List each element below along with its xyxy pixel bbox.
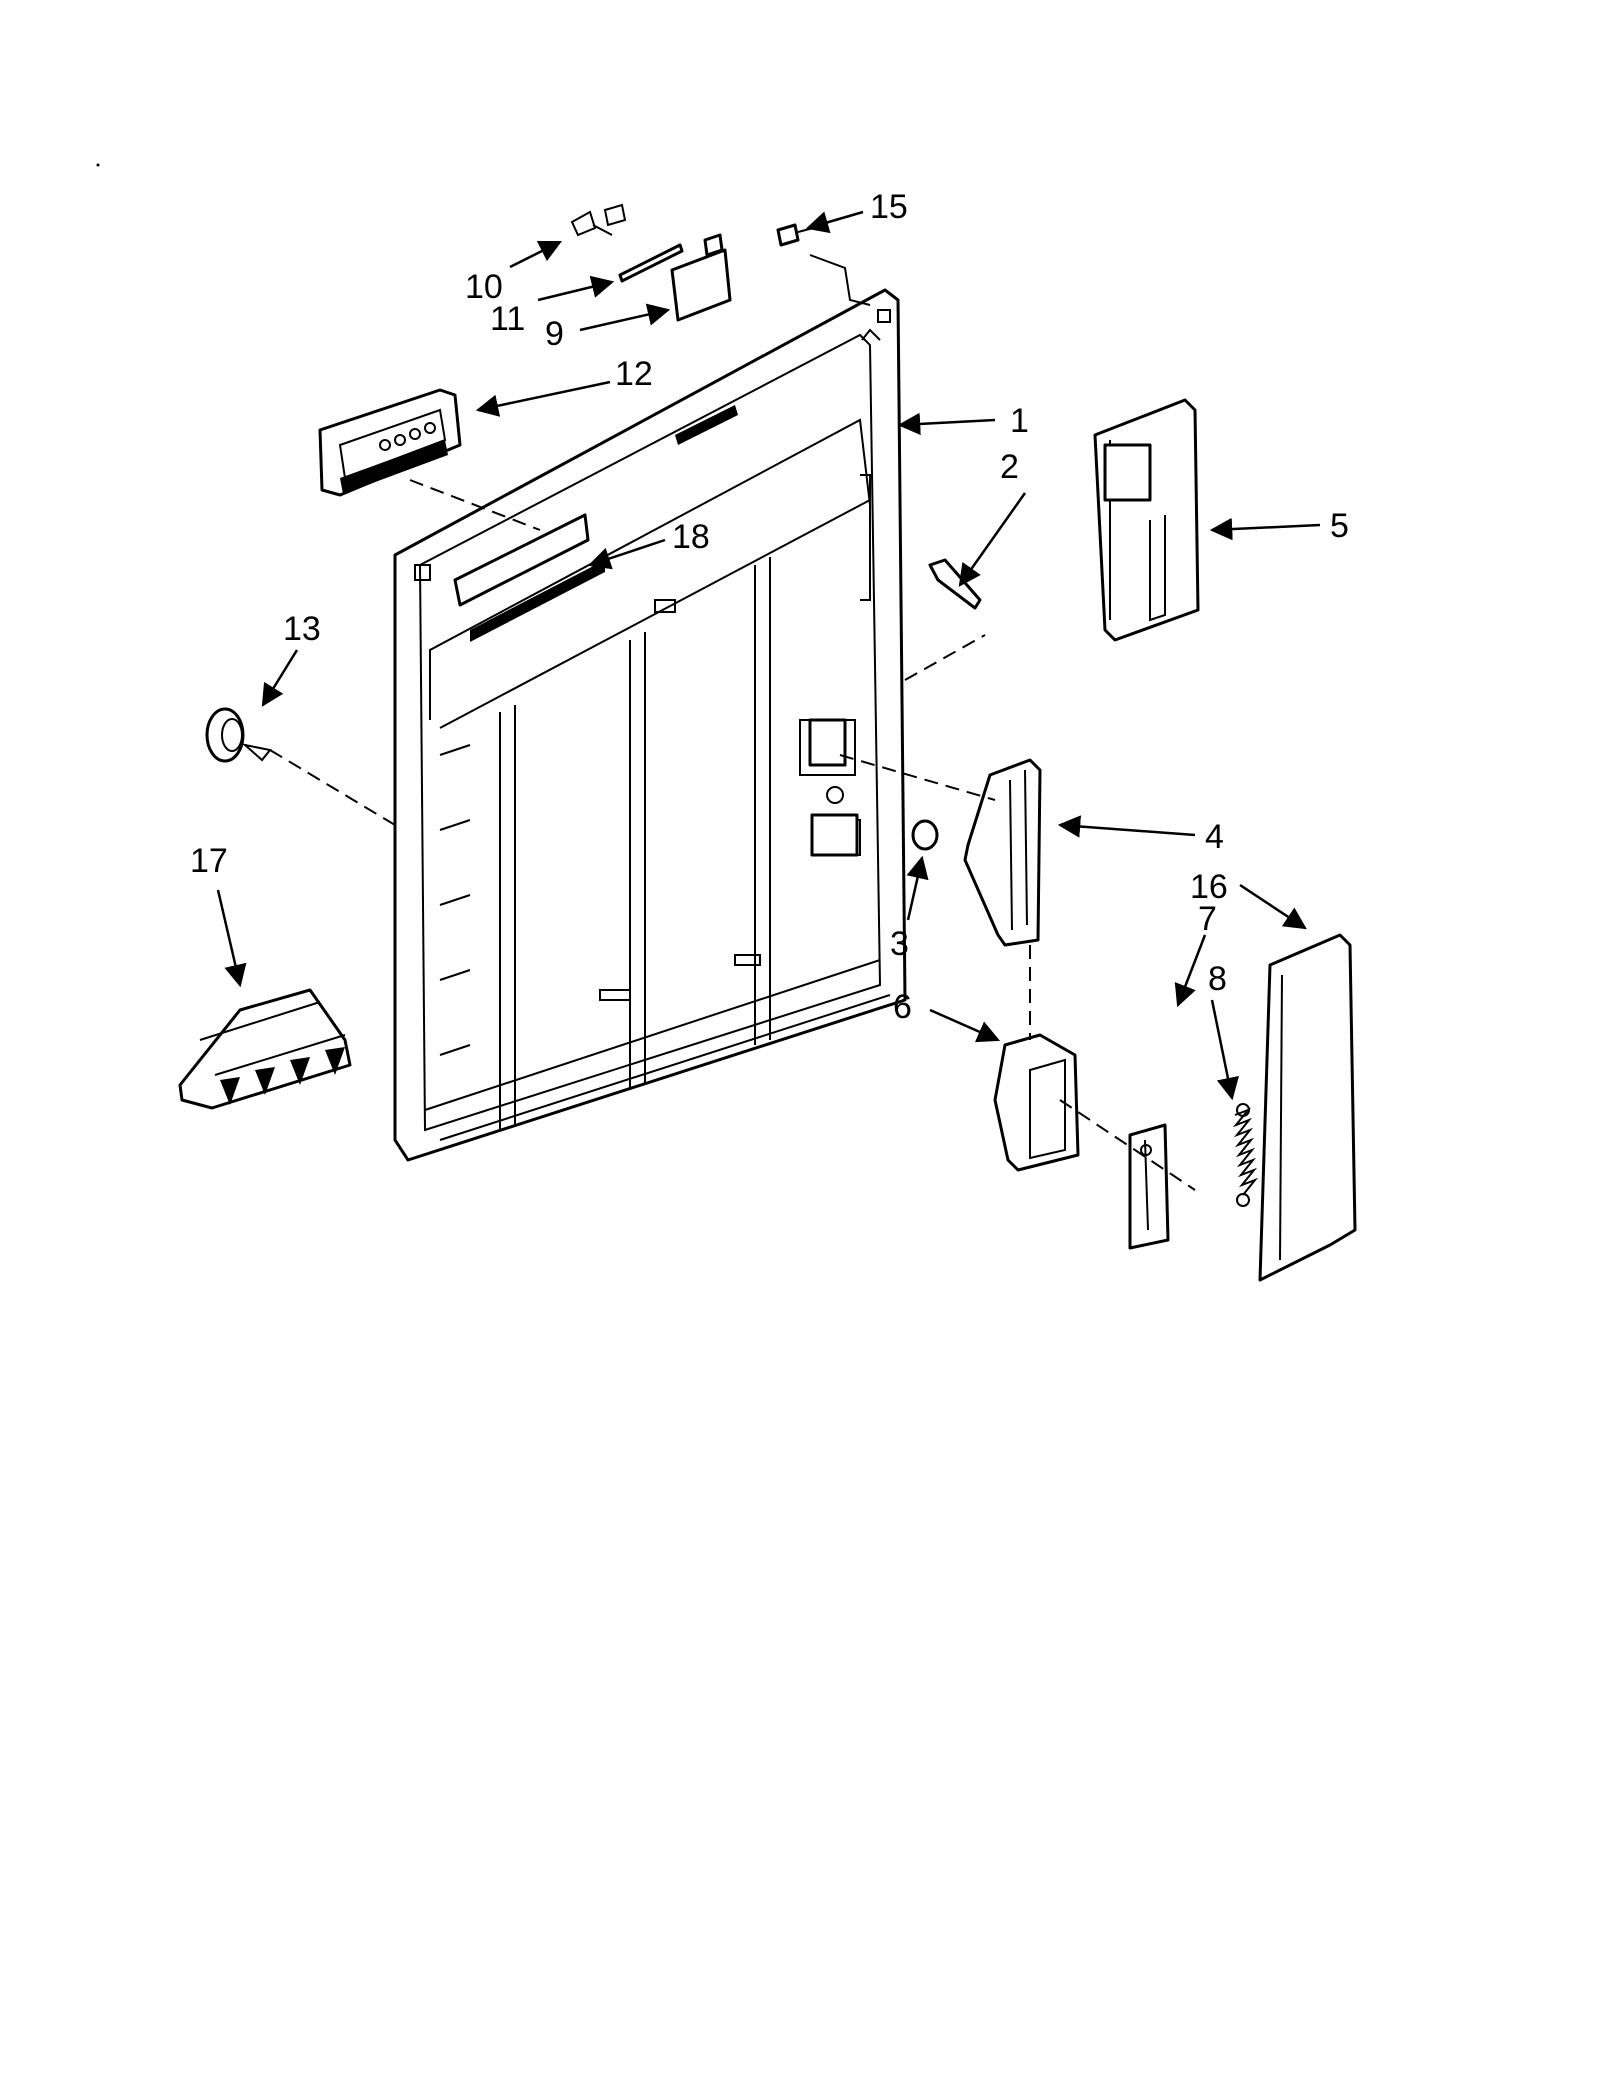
bottom-bumper [178, 988, 352, 1110]
callout-16: 16 [1190, 868, 1228, 906]
small-cover [670, 233, 732, 322]
screw [776, 223, 826, 247]
switch-housing [1093, 398, 1200, 642]
callout-4: 4 [1205, 818, 1224, 856]
callout-7: 7 [1198, 900, 1217, 938]
slide-plate [1128, 1123, 1170, 1250]
callout-15: 15 [870, 188, 908, 226]
vent-grille [318, 388, 462, 497]
callout-13: 13 [283, 610, 321, 648]
callout-labels: 1 2 3 4 5 6 7 8 9 10 11 12 13 15 16 17 1… [190, 188, 1349, 1026]
speck [96, 163, 100, 167]
callout-9: 9 [545, 315, 564, 353]
callout-2: 2 [1000, 448, 1019, 486]
callout-10: 10 [465, 268, 503, 306]
callout-8: 8 [1208, 960, 1227, 998]
door-latch [963, 758, 1042, 947]
callout-3: 3 [890, 925, 909, 963]
springs-and-pin [570, 203, 684, 283]
callout-5: 5 [1330, 507, 1349, 545]
small-bracket [928, 558, 982, 610]
round-knob [205, 707, 272, 763]
callout-12: 12 [615, 355, 653, 393]
small-nut [911, 819, 939, 851]
callout-1: 1 [1010, 402, 1029, 440]
inner-door-panel [393, 288, 907, 1162]
latch-base [993, 1033, 1080, 1172]
callout-11: 11 [490, 300, 525, 338]
callout-6: 6 [893, 988, 912, 1026]
spring [1232, 1103, 1259, 1207]
alignment-lines [269, 224, 1196, 1191]
leader-lines [216, 210, 1321, 1101]
callout-18: 18 [672, 518, 710, 556]
callout-17: 17 [190, 842, 228, 880]
side-cover [1258, 933, 1357, 1282]
